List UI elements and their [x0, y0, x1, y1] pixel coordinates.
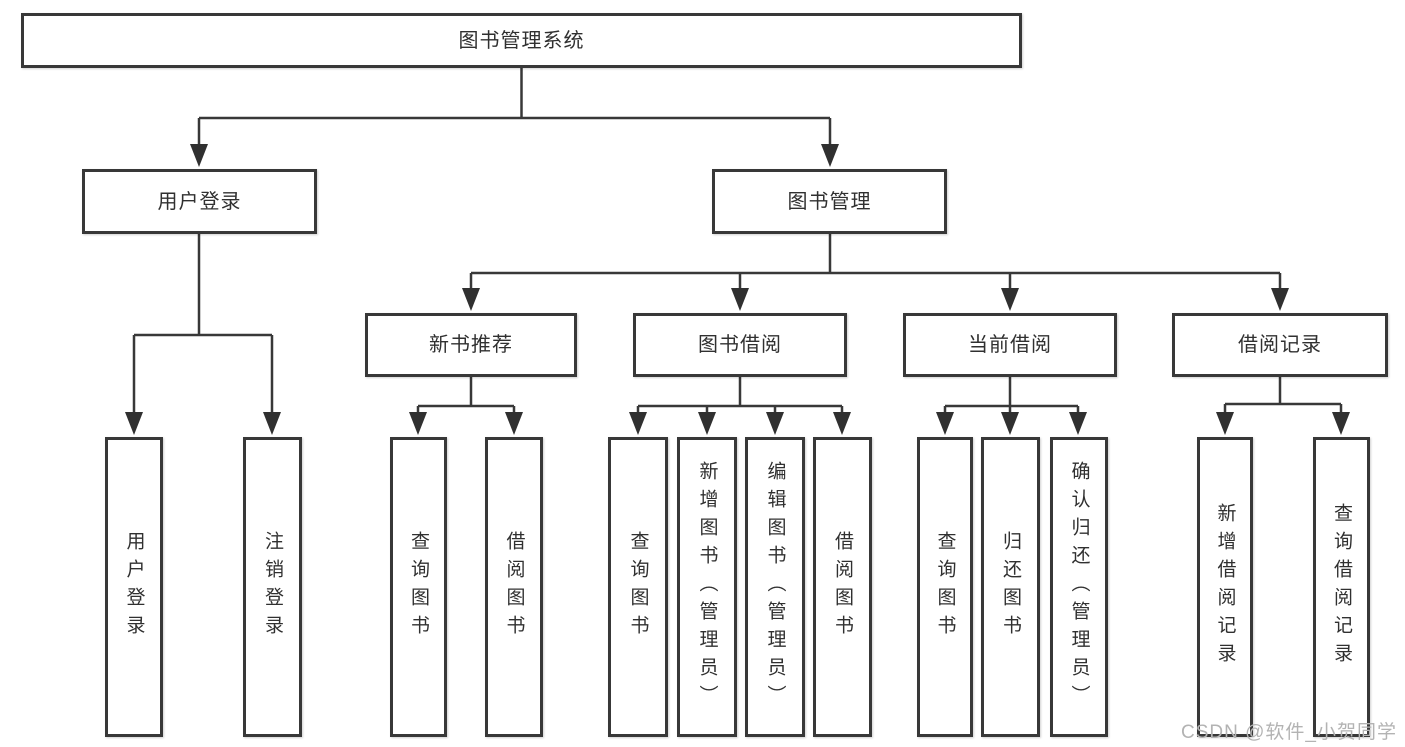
leaf-nb-borrow-books-label: 借阅图书: [503, 531, 525, 643]
node-root: 图书管理系统: [21, 13, 1022, 68]
leaf-bb-borrow-books: 借阅图书: [813, 437, 872, 737]
node-new-book-recommend-label: 新书推荐: [429, 334, 513, 356]
connector-records-to-leaves: [1223, 376, 1343, 413]
leaf-bb-query-books-label: 查询图书: [627, 531, 649, 643]
leaf-logout-label: 注销登录: [262, 531, 283, 643]
leaf-logout: 注销登录: [243, 437, 302, 737]
node-new-book-recommend: 新书推荐: [365, 313, 577, 377]
watermark: CSDN @软件_小贺同学: [1181, 722, 1397, 743]
leaf-br-add-record: 新增借阅记录: [1197, 437, 1253, 737]
node-borrow-records-label: 借阅记录: [1238, 334, 1322, 356]
leaf-bb-edit-books-admin-label: 编辑图书（管理员）: [764, 461, 786, 713]
leaf-cb-confirm-return-admin-label: 确认归还（管理员）: [1068, 461, 1090, 713]
node-user-login-label: 用户登录: [157, 190, 242, 213]
node-book-management: 图书管理: [712, 169, 947, 234]
leaf-br-query-record: 查询借阅记录: [1313, 437, 1370, 737]
connector-currentborrow-to-leaves: [943, 376, 1080, 413]
leaf-bb-borrow-books-label: 借阅图书: [832, 531, 853, 643]
leaf-br-query-record-label: 查询借阅记录: [1331, 503, 1352, 671]
node-book-management-label: 图书管理: [787, 190, 872, 213]
arrowheads: [125, 144, 1350, 435]
node-current-borrow: 当前借阅: [903, 313, 1117, 377]
leaf-cb-confirm-return-admin: 确认归还（管理员）: [1050, 437, 1108, 737]
connector-userlogin-to-leaves: [132, 233, 274, 413]
leaf-cb-return-books: 归还图书: [981, 437, 1040, 737]
connector-root-to-level2: [197, 68, 832, 146]
leaf-bb-query-books: 查询图书: [608, 437, 668, 737]
leaf-bb-add-books-admin-label: 新增图书（管理员）: [696, 461, 718, 713]
connector-bookborrow-to-leaves: [636, 376, 844, 413]
node-book-borrow: 图书借阅: [633, 313, 847, 377]
leaf-nb-borrow-books: 借阅图书: [485, 437, 543, 737]
connector-newbooks-to-leaves: [416, 376, 516, 413]
leaf-bb-add-books-admin: 新增图书（管理员）: [677, 437, 737, 737]
node-current-borrow-label: 当前借阅: [968, 334, 1052, 356]
node-user-login: 用户登录: [82, 169, 317, 234]
leaf-cb-query-books: 查询图书: [917, 437, 973, 737]
leaf-user-login: 用户登录: [105, 437, 163, 737]
leaf-bb-edit-books-admin: 编辑图书（管理员）: [745, 437, 805, 737]
node-book-borrow-label: 图书借阅: [698, 334, 782, 356]
connector-bookmgmt-to-level3: [469, 234, 1282, 289]
node-root-label: 图书管理系统: [458, 29, 585, 52]
leaf-user-login-label: 用户登录: [123, 531, 145, 643]
leaf-br-add-record-label: 新增借阅记录: [1214, 503, 1236, 671]
node-borrow-records: 借阅记录: [1172, 313, 1388, 377]
leaf-cb-query-books-label: 查询图书: [934, 531, 956, 643]
leaf-cb-return-books-label: 归还图书: [1000, 531, 1021, 643]
leaf-nb-query-books-label: 查询图书: [408, 531, 429, 643]
leaf-nb-query-books: 查询图书: [390, 437, 447, 737]
